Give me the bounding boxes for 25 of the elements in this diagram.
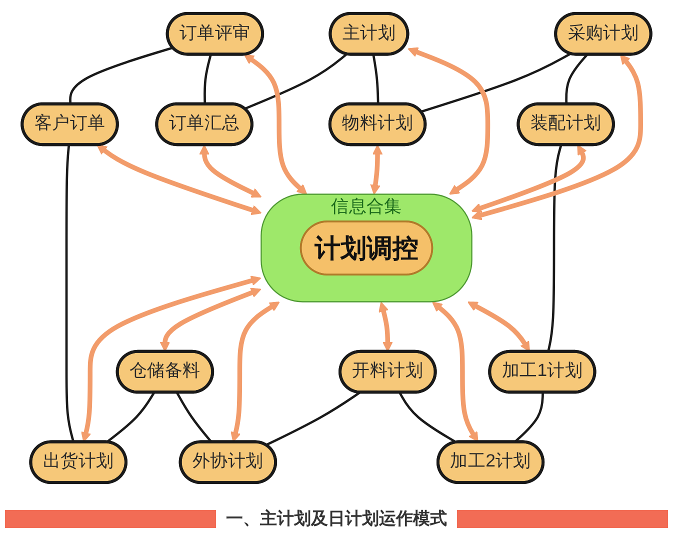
connector — [265, 392, 360, 446]
arrow — [81, 276, 262, 442]
connector — [420, 52, 571, 113]
arrow — [471, 144, 587, 214]
arrow — [378, 302, 393, 352]
connector — [106, 392, 156, 444]
arrow — [467, 302, 530, 352]
connector — [565, 54, 588, 104]
arrow — [199, 144, 262, 198]
connector — [204, 54, 212, 104]
arrow — [471, 54, 643, 220]
caption: 一、主计划及日计划运作模式 — [216, 508, 457, 530]
arrow — [408, 47, 490, 195]
connector — [244, 53, 348, 110]
arrow — [230, 302, 280, 442]
connector — [372, 54, 380, 104]
connector — [546, 144, 562, 352]
arrow — [96, 144, 262, 216]
connector — [398, 392, 458, 444]
arrow — [244, 54, 308, 195]
arrow — [432, 302, 478, 442]
arrow — [370, 144, 383, 195]
connector — [69, 46, 174, 104]
connector — [65, 145, 75, 443]
arrow — [160, 288, 262, 352]
